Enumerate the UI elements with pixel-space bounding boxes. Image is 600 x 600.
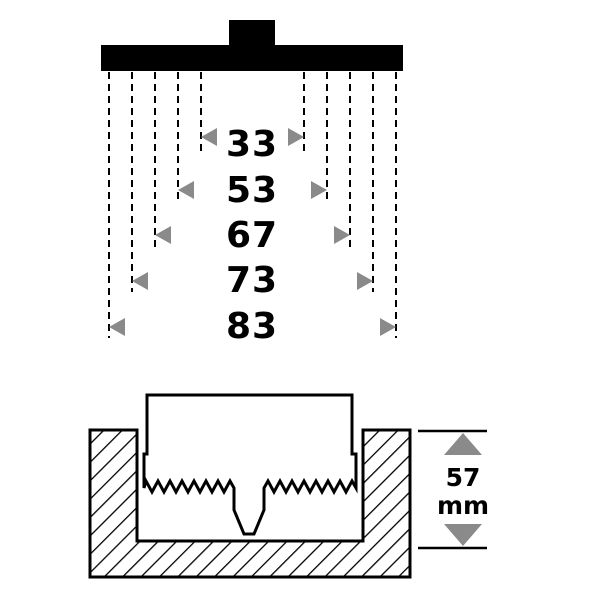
diameter-label-33: 33 — [226, 124, 278, 165]
arbor-plate — [101, 45, 403, 71]
arrow-right-33-icon — [288, 128, 304, 146]
diameter-label-67: 67 — [226, 215, 278, 256]
arrow-left-73-icon — [132, 272, 148, 290]
depth-value: 57 — [446, 463, 481, 492]
arrow-left-83-icon — [109, 318, 125, 336]
dashed-guides — [108, 72, 397, 338]
depth-unit: mm — [437, 491, 489, 520]
arrow-right-73-icon — [357, 272, 373, 290]
depth-arrow-up-icon — [444, 433, 482, 455]
workpiece-hatched — [88, 428, 412, 579]
diameter-label-53: 53 — [226, 170, 278, 211]
depth-arrow-down-icon — [444, 524, 482, 546]
diameter-labels: 33 53 67 73 83 — [226, 124, 278, 347]
arbor-top-view — [101, 20, 403, 71]
arrow-right-83-icon — [380, 318, 396, 336]
diameter-label-73: 73 — [226, 260, 278, 301]
arrow-left-33-icon — [201, 128, 217, 146]
diameter-arrows — [109, 128, 396, 336]
arrow-right-53-icon — [311, 181, 327, 199]
depth-dimension: 57 mm — [418, 429, 489, 550]
arrow-right-67-icon — [334, 226, 350, 244]
arrow-left-53-icon — [178, 181, 194, 199]
arrow-left-67-icon — [155, 226, 171, 244]
hole-saw-cup — [142, 393, 358, 536]
diameter-label-83: 83 — [226, 306, 278, 347]
